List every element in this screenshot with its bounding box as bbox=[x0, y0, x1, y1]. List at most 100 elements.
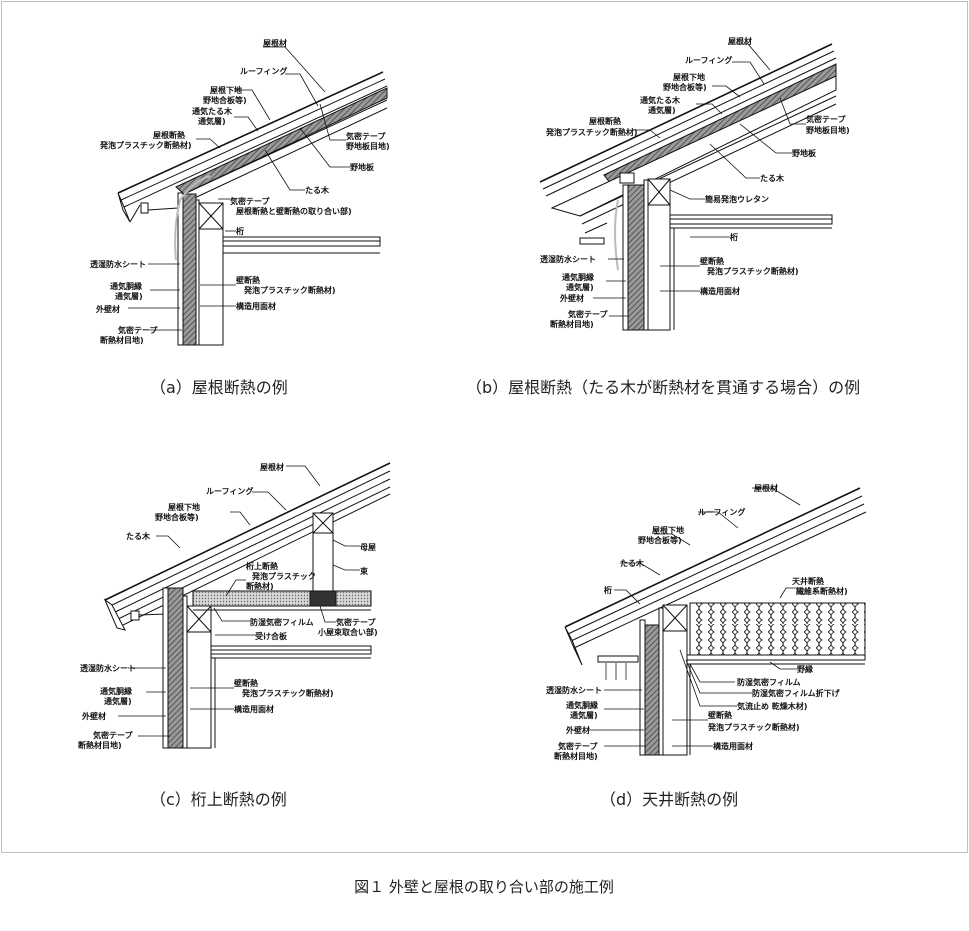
label: 通気たる木 bbox=[640, 95, 681, 105]
figure-caption: 図１ 外壁と屋根の取り合い部の施工例 bbox=[354, 878, 614, 896]
label: 気密テープ bbox=[93, 730, 134, 740]
label: たる木 bbox=[760, 173, 785, 183]
label: 通気層) bbox=[198, 116, 226, 126]
label: 発泡プラスチック断熱材) bbox=[706, 266, 799, 276]
label: 断熱材目地) bbox=[100, 335, 144, 345]
panel-c-leaders bbox=[118, 465, 360, 737]
panel-b-airflow-arrow bbox=[614, 199, 619, 271]
panel-d-leaders bbox=[589, 487, 801, 747]
label: 発泡プラスチック断熱材) bbox=[545, 127, 638, 137]
label: 構造用面材 bbox=[236, 301, 276, 311]
label: 防湿気密フィルム折下げ bbox=[752, 688, 841, 698]
label: 外壁材 bbox=[566, 725, 590, 735]
label: 断熱材目地) bbox=[550, 319, 594, 329]
panel-d-labels: 屋根材 ルーフィング 屋根下地 野地合板等) たる木 桁 天井断熱 繊維系断熱材… bbox=[546, 483, 848, 761]
panel-c-caption: （c）桁上断熱の例 bbox=[150, 790, 287, 809]
label: 通気胴縁 bbox=[562, 272, 594, 282]
label: 野地合板等) bbox=[638, 535, 682, 545]
label: 壁断熱 bbox=[700, 256, 724, 266]
label: たる木 bbox=[126, 531, 151, 541]
panel-b-labels: 屋根材 ルーフィング 屋根下地 野地合板等) 通気たる木 通気層) 屋根断熱 発… bbox=[540, 36, 850, 329]
label: 桁 bbox=[730, 232, 738, 242]
label: 小屋束取合い部) bbox=[317, 627, 378, 637]
label: 気密テープ bbox=[118, 325, 159, 335]
label: 断熱材目地) bbox=[78, 740, 122, 750]
label: 透湿防水シート bbox=[540, 254, 596, 264]
label: 野地合板等) bbox=[155, 512, 199, 522]
label: 通気胴縁 bbox=[100, 686, 132, 696]
label: 繊維系断熱材) bbox=[796, 586, 848, 596]
label: 断熱材) bbox=[246, 581, 274, 591]
label: 屋根断熱と壁断熱の取り合い部) bbox=[236, 206, 352, 216]
label: ルーフィング bbox=[685, 55, 732, 65]
label: 通気層) bbox=[104, 696, 132, 706]
label: 母屋 bbox=[360, 542, 376, 552]
panel-a-airflow-arrow bbox=[174, 175, 211, 261]
label: 構造用面材 bbox=[713, 741, 753, 751]
label: 構造用面材 bbox=[700, 286, 740, 296]
label: 受け合板 bbox=[255, 631, 288, 641]
figure-frame bbox=[1, 1, 968, 853]
label: 気密テープ bbox=[230, 196, 271, 206]
label: 気密テープ bbox=[558, 741, 599, 751]
label: 気密テープ bbox=[346, 131, 387, 141]
label: 野地板 bbox=[350, 162, 375, 172]
label: 構造用面材 bbox=[234, 704, 274, 714]
panel-a-drawing bbox=[117, 71, 388, 346]
label: 屋根下地 bbox=[168, 502, 200, 512]
label: 屋根下地 bbox=[652, 525, 684, 535]
label: 発泡プラスチック断熱材) bbox=[99, 140, 192, 150]
label: 屋根材 bbox=[263, 38, 287, 48]
label: 断熱材目地) bbox=[554, 751, 598, 761]
label: 通気層) bbox=[570, 710, 598, 720]
label: 桁上断熱 bbox=[246, 561, 278, 571]
panel-d-airflow-arrows bbox=[605, 662, 627, 680]
label: 野地板目地) bbox=[806, 125, 850, 135]
panel-d-roof bbox=[564, 487, 867, 666]
panel-d-wall bbox=[639, 602, 866, 756]
label: 桁 bbox=[604, 585, 612, 595]
panel-b-caption: （b）屋根断熱（たる木が断熱材を貫通する場合）の例 bbox=[466, 378, 860, 397]
label: 外壁材 bbox=[96, 304, 120, 314]
label: 野地合板等) bbox=[663, 82, 707, 92]
panel-b-leaders bbox=[593, 43, 806, 317]
label: 外壁材 bbox=[82, 711, 106, 721]
panel-b-drawing bbox=[539, 43, 837, 331]
label: 通気たる木 bbox=[192, 106, 233, 116]
label: 野地合板等) bbox=[203, 95, 247, 105]
label: 壁断熱 bbox=[234, 678, 258, 688]
panel-d-drawing bbox=[564, 487, 867, 756]
label: 外壁材 bbox=[560, 293, 584, 303]
label: 屋根断熱 bbox=[153, 130, 185, 140]
label: 発泡プラスチック断熱材) bbox=[243, 285, 336, 295]
label: 屋根材 bbox=[754, 483, 778, 493]
panel-a-leaders bbox=[128, 46, 350, 331]
label: 発泡プラスチック断熱材) bbox=[241, 688, 334, 698]
label: 野地板 bbox=[792, 148, 817, 158]
panel-a-labels: 屋根材 ルーフィング 屋根下地 野地合板等) 通気たる木 通気層) 屋根断熱 発… bbox=[90, 38, 390, 345]
label: 透湿防水シート bbox=[80, 663, 136, 673]
label: 簡易発泡ウレタン bbox=[705, 194, 769, 204]
label: 屋根材 bbox=[728, 36, 752, 46]
panel-c-labels: 屋根材 ルーフィング 屋根下地 野地合板等) たる木 母屋 束 桁上断熱 発泡プ… bbox=[78, 462, 378, 750]
label: ルーフィング bbox=[206, 486, 253, 496]
panel-a-wall bbox=[177, 192, 381, 346]
label: ルーフィング bbox=[698, 507, 745, 517]
label: 気流止め 乾燥木材) bbox=[737, 701, 807, 711]
label: 桁 bbox=[236, 226, 244, 236]
label: 屋根材 bbox=[260, 462, 284, 472]
label: 束 bbox=[359, 566, 369, 576]
label: 防湿気密フィルム bbox=[737, 677, 801, 687]
panel-d-caption: （d）天井断熱の例 bbox=[600, 790, 738, 809]
label: 発泡プラスチック bbox=[251, 571, 316, 581]
label: 気密テープ bbox=[336, 617, 377, 627]
label: 通気層) bbox=[566, 282, 594, 292]
label: 通気胴縁 bbox=[566, 700, 598, 710]
label: 透湿防水シート bbox=[90, 259, 146, 269]
label: 野縁 bbox=[797, 664, 813, 674]
label: 壁断熱 bbox=[708, 710, 732, 720]
label: 発泡プラスチック断熱材) bbox=[707, 722, 800, 732]
label: 屋根下地 bbox=[673, 72, 705, 82]
label: 壁断熱 bbox=[236, 275, 260, 285]
